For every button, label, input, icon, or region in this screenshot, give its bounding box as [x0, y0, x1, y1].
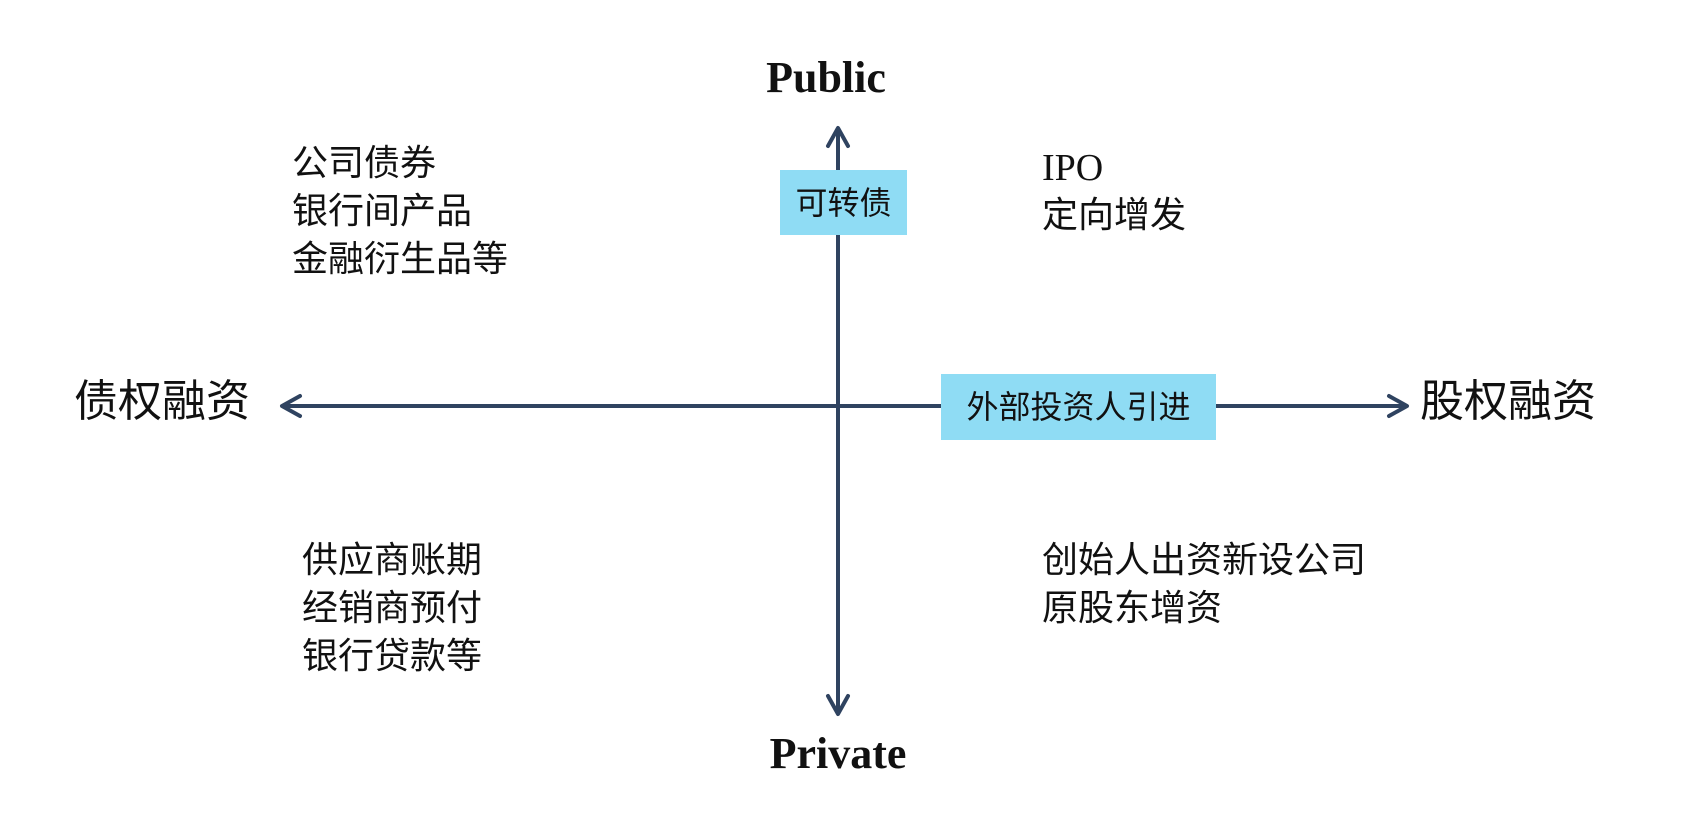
axis-label-public: Public: [766, 53, 886, 102]
quadrant-private-equity: 创始人出资新设公司 原股东增资: [1042, 537, 1366, 633]
quadrant-item: 银行间产品: [292, 191, 473, 232]
convertible-bond-tag: 可转债: [780, 170, 907, 235]
quadrant-item: 供应商账期: [302, 540, 483, 581]
quadrant-public-debt: 公司债券 银行间产品 金融衍生品等: [292, 140, 508, 284]
axis-label-debt-financing: 债权融资: [74, 376, 250, 427]
quadrant-item: 公司债券: [292, 143, 437, 184]
quadrant-private-debt: 供应商账期 经销商预付 银行贷款等: [302, 537, 482, 681]
left-arrow-icon: [280, 394, 302, 418]
quadrant-item: 定向增发: [1042, 195, 1187, 236]
quadrant-item: IPO: [1042, 147, 1104, 189]
down-arrow-icon: [826, 694, 850, 716]
axis-label-private: Private: [769, 729, 907, 778]
quadrant-item: 创始人出资新设公司: [1042, 540, 1367, 581]
quadrant-item: 经销商预付: [302, 588, 483, 629]
external-investor-tag: 外部投资人引进: [941, 374, 1216, 440]
quadrant-item: 银行贷款等: [302, 636, 483, 677]
right-arrow-icon: [1387, 394, 1409, 418]
quadrant-item: 金融衍生品等: [292, 239, 509, 280]
axis-label-equity-financing: 股权融资: [1420, 376, 1596, 427]
quadrant-item: 原股东增资: [1042, 588, 1223, 629]
up-arrow-icon: [826, 126, 850, 148]
quadrant-public-equity: IPO 定向增发: [1042, 144, 1186, 240]
